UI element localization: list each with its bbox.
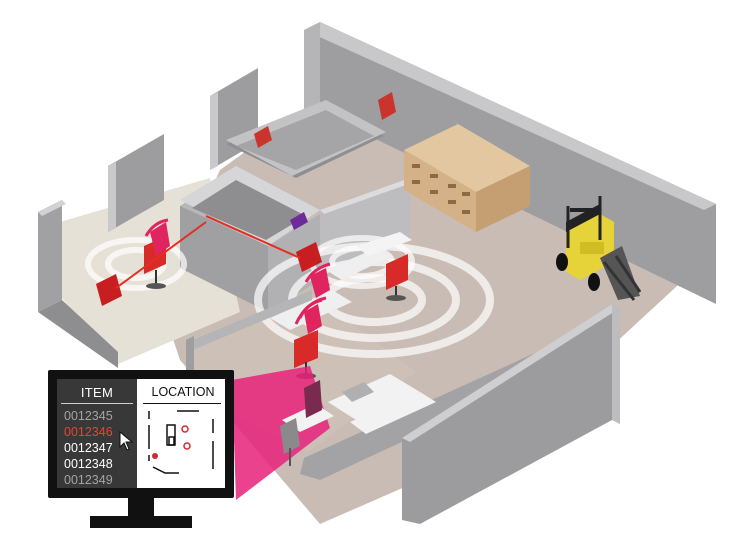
inner-room-floor	[192, 180, 306, 240]
cubicle-panel-1	[108, 134, 164, 232]
monitor-frame: ITEM 0012345 0012346 0012347 0012348 001…	[48, 370, 234, 498]
desk-center-2	[326, 248, 392, 280]
purple-device	[290, 212, 308, 230]
items-divider	[61, 403, 133, 404]
left-front-wall	[38, 300, 118, 368]
box-stack-side	[476, 166, 530, 232]
divider-wall-top	[320, 178, 414, 214]
laser-beam	[115, 221, 207, 289]
lower-room-back-wall	[188, 290, 312, 352]
lower-right-wall	[402, 304, 612, 524]
core-room-inner	[236, 110, 374, 170]
monitor-screen: ITEM 0012345 0012346 0012347 0012348 001…	[57, 379, 225, 488]
location-marker	[183, 442, 191, 450]
box-labels	[412, 164, 470, 214]
location-divider	[143, 403, 221, 404]
back-wall-right-top	[304, 22, 716, 210]
back-wall-left-post	[304, 22, 320, 118]
item-row[interactable]: 0012347	[64, 441, 113, 455]
items-panel: ITEM 0012345 0012346 0012347 0012348 001…	[57, 379, 137, 488]
location-header: LOCATION	[151, 385, 215, 399]
tag-center	[294, 296, 327, 334]
cubicle-panel-1-edge	[108, 162, 116, 232]
right-end-wall	[612, 304, 620, 424]
lower-desk-2	[328, 374, 420, 420]
chair-right	[386, 254, 408, 301]
lower-desk-3	[350, 392, 436, 434]
cubicle-panel-2-edge	[210, 92, 218, 170]
forklift	[556, 196, 642, 301]
items-header: ITEM	[80, 385, 114, 400]
monitor-base	[90, 516, 192, 528]
lower-monitor	[304, 380, 322, 418]
monitor-stand	[128, 498, 154, 518]
floor-plan-map	[148, 410, 214, 474]
box-stack-top	[404, 124, 530, 192]
tag-upper	[304, 262, 331, 298]
lower-right-wall-top	[402, 304, 620, 442]
lower-chair	[280, 418, 300, 454]
desk-upper	[356, 232, 412, 256]
box-stack-front	[404, 150, 476, 232]
location-marker	[181, 425, 189, 433]
tracking-monitor: ITEM 0012345 0012346 0012347 0012348 001…	[48, 370, 234, 530]
item-row[interactable]: 0012349	[64, 473, 113, 487]
left-end-wall-top	[38, 200, 66, 216]
location-marker-active	[152, 453, 158, 459]
wall-tag-2	[378, 92, 396, 120]
wall-tag-1	[254, 126, 272, 148]
cursor-icon	[119, 431, 133, 451]
sensor-left	[96, 274, 122, 306]
inner-room-front	[180, 206, 268, 312]
sensor-right	[296, 242, 322, 272]
printer	[342, 382, 374, 402]
item-row[interactable]: 0012348	[64, 457, 113, 471]
item-row-selected[interactable]: 0012346	[64, 425, 113, 439]
item-row[interactable]: 0012345	[64, 409, 113, 423]
tag-left	[144, 218, 170, 256]
laser-beam-2	[205, 215, 301, 259]
left-end-wall	[38, 200, 62, 312]
